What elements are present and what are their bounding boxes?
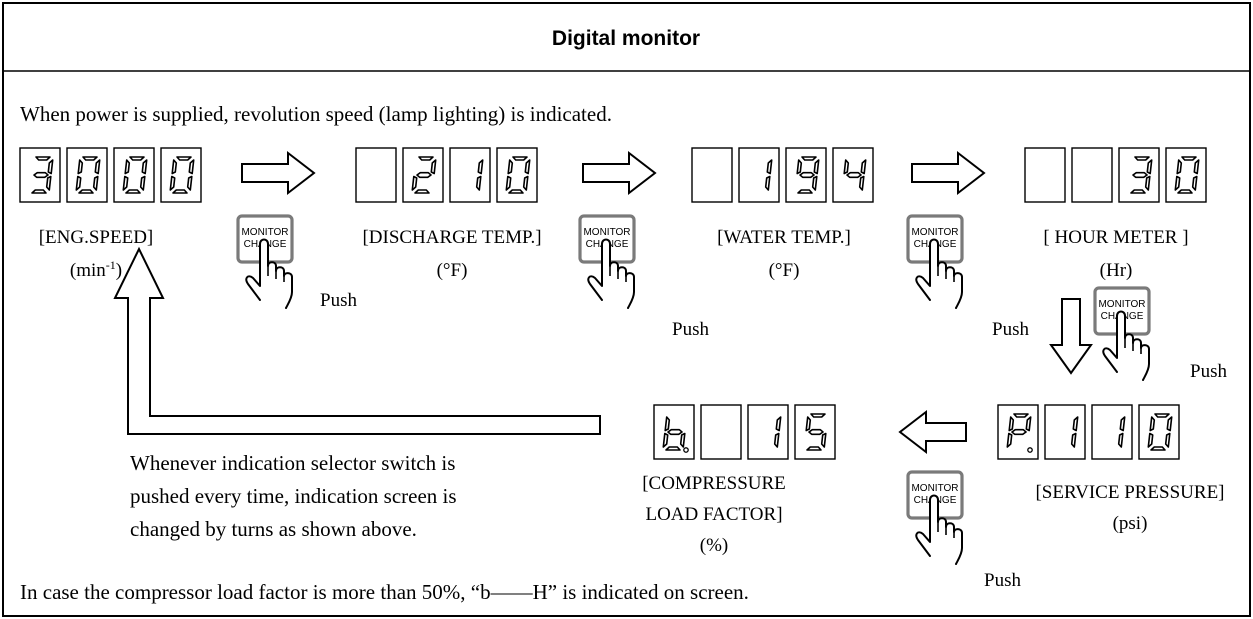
service-pressure-unit: (psi) [1113, 513, 1148, 534]
monitor-change-button[interactable]: MONITORCHANGE [906, 214, 964, 309]
display-digit-cell [738, 147, 780, 203]
display-digit-cell [832, 147, 874, 203]
display-digit-cell [66, 147, 108, 203]
display-digit [764, 159, 773, 191]
button-label-line1: MONITOR [911, 227, 958, 238]
button-label-line1: MONITOR [1098, 299, 1145, 310]
button-label-line1: MONITOR [241, 227, 288, 238]
push-label: Push [984, 570, 1021, 591]
monitor-change-button[interactable]: MONITORCHANGE [1093, 286, 1151, 381]
eng-speed-unit: (min-1) [70, 258, 122, 281]
intro-text: When power is supplied, revolution speed… [20, 102, 612, 126]
right-arrow-icon [582, 150, 657, 196]
display-digit-cell [1091, 404, 1133, 460]
decimal-point [683, 447, 689, 453]
display-digit [1174, 156, 1200, 194]
display-digit [1070, 416, 1079, 448]
display-digit-cell [785, 147, 827, 203]
monitor-change-button[interactable]: MONITORCHANGE [906, 470, 964, 565]
discharge-temp-display [355, 147, 538, 203]
display-digit-cell [1138, 404, 1180, 460]
display-digit [1130, 156, 1153, 194]
cycle-note-line1: Whenever indication selector switch is [130, 451, 455, 475]
right-arrow-icon [241, 150, 316, 196]
display-digit [805, 413, 827, 451]
decimal-point [1027, 447, 1033, 453]
display-digit-cell [794, 404, 836, 460]
display-digit-cell [1118, 147, 1160, 203]
return-arrow-icon [113, 246, 601, 435]
display-digit-cell [449, 147, 491, 203]
display-digit [1147, 413, 1173, 451]
hour-meter-label: [ HOUR METER ] [1043, 227, 1188, 248]
down-arrow-icon [1049, 298, 1093, 375]
display-digit-cell [160, 147, 202, 203]
push-label: Push [320, 290, 357, 311]
discharge-temp-unit: (°F) [437, 260, 468, 281]
display-digit-cell [1024, 147, 1066, 203]
service-pressure-display [997, 404, 1180, 460]
push-label: Push [1190, 361, 1227, 382]
display-digit-cell [402, 147, 444, 203]
display-digit-cell [1044, 404, 1086, 460]
display-digit-cell [700, 404, 742, 460]
hour-meter-display [1024, 147, 1207, 203]
water-temp-display [691, 147, 874, 203]
display-digit [411, 156, 437, 194]
display-digit-cell [355, 147, 397, 203]
load-factor-label-line1: [COMPRESSURE [642, 473, 786, 494]
display-digit [475, 159, 484, 191]
display-digit-cell [496, 147, 538, 203]
display-digit [122, 156, 148, 194]
pointing-hand-icon [587, 238, 635, 309]
display-digit [31, 156, 54, 194]
display-digit-cell [113, 147, 155, 203]
push-label: Push [672, 319, 709, 340]
display-digit [796, 156, 820, 194]
pointing-hand-icon [915, 494, 963, 565]
display-digit-cell [1071, 147, 1113, 203]
button-label-line1: MONITOR [583, 227, 630, 238]
display-digit [505, 156, 531, 194]
pointing-hand-icon [915, 238, 963, 309]
hour-meter-unit: (Hr) [1100, 260, 1133, 281]
footer-note: In case the compressor load factor is mo… [20, 580, 749, 604]
display-digit-cell [747, 404, 789, 460]
display-digit [1117, 416, 1126, 448]
water-temp-label: [WATER TEMP.] [717, 227, 851, 248]
cycle-note-line3: changed by turns as shown above. [130, 517, 417, 541]
service-pressure-label: [SERVICE PRESSURE] [1035, 482, 1224, 503]
cycle-note-line2: pushed every time, indication screen is [130, 484, 457, 508]
left-arrow-icon [898, 409, 967, 455]
display-digit-cell [19, 147, 61, 203]
display-digit [75, 156, 101, 194]
pointing-hand-icon [1102, 310, 1150, 381]
display-digit [169, 156, 195, 194]
button-label-line1: MONITOR [911, 483, 958, 494]
display-digit-cell [691, 147, 733, 203]
monitor-change-button[interactable]: MONITORCHANGE [578, 214, 636, 309]
water-temp-unit: (°F) [769, 260, 800, 281]
right-arrow-icon [911, 150, 986, 196]
discharge-temp-label: [DISCHARGE TEMP.] [362, 227, 541, 248]
pointing-hand-icon [245, 238, 293, 309]
push-label: Push [992, 319, 1029, 340]
display-digit-cell [1165, 147, 1207, 203]
display-digit [1006, 413, 1032, 448]
panel-title: Digital monitor [552, 27, 700, 50]
load-factor-display [653, 404, 836, 460]
monitor-change-button[interactable]: MONITORCHANGE [236, 214, 294, 309]
display-digit [843, 159, 867, 191]
eng-speed-label: [ENG.SPEED] [39, 227, 154, 248]
load-factor-unit: (%) [700, 535, 728, 556]
load-factor-label-line2: LOAD FACTOR] [645, 504, 782, 525]
display-digit [773, 416, 782, 448]
eng-speed-display [19, 147, 202, 203]
display-digit [662, 416, 686, 451]
